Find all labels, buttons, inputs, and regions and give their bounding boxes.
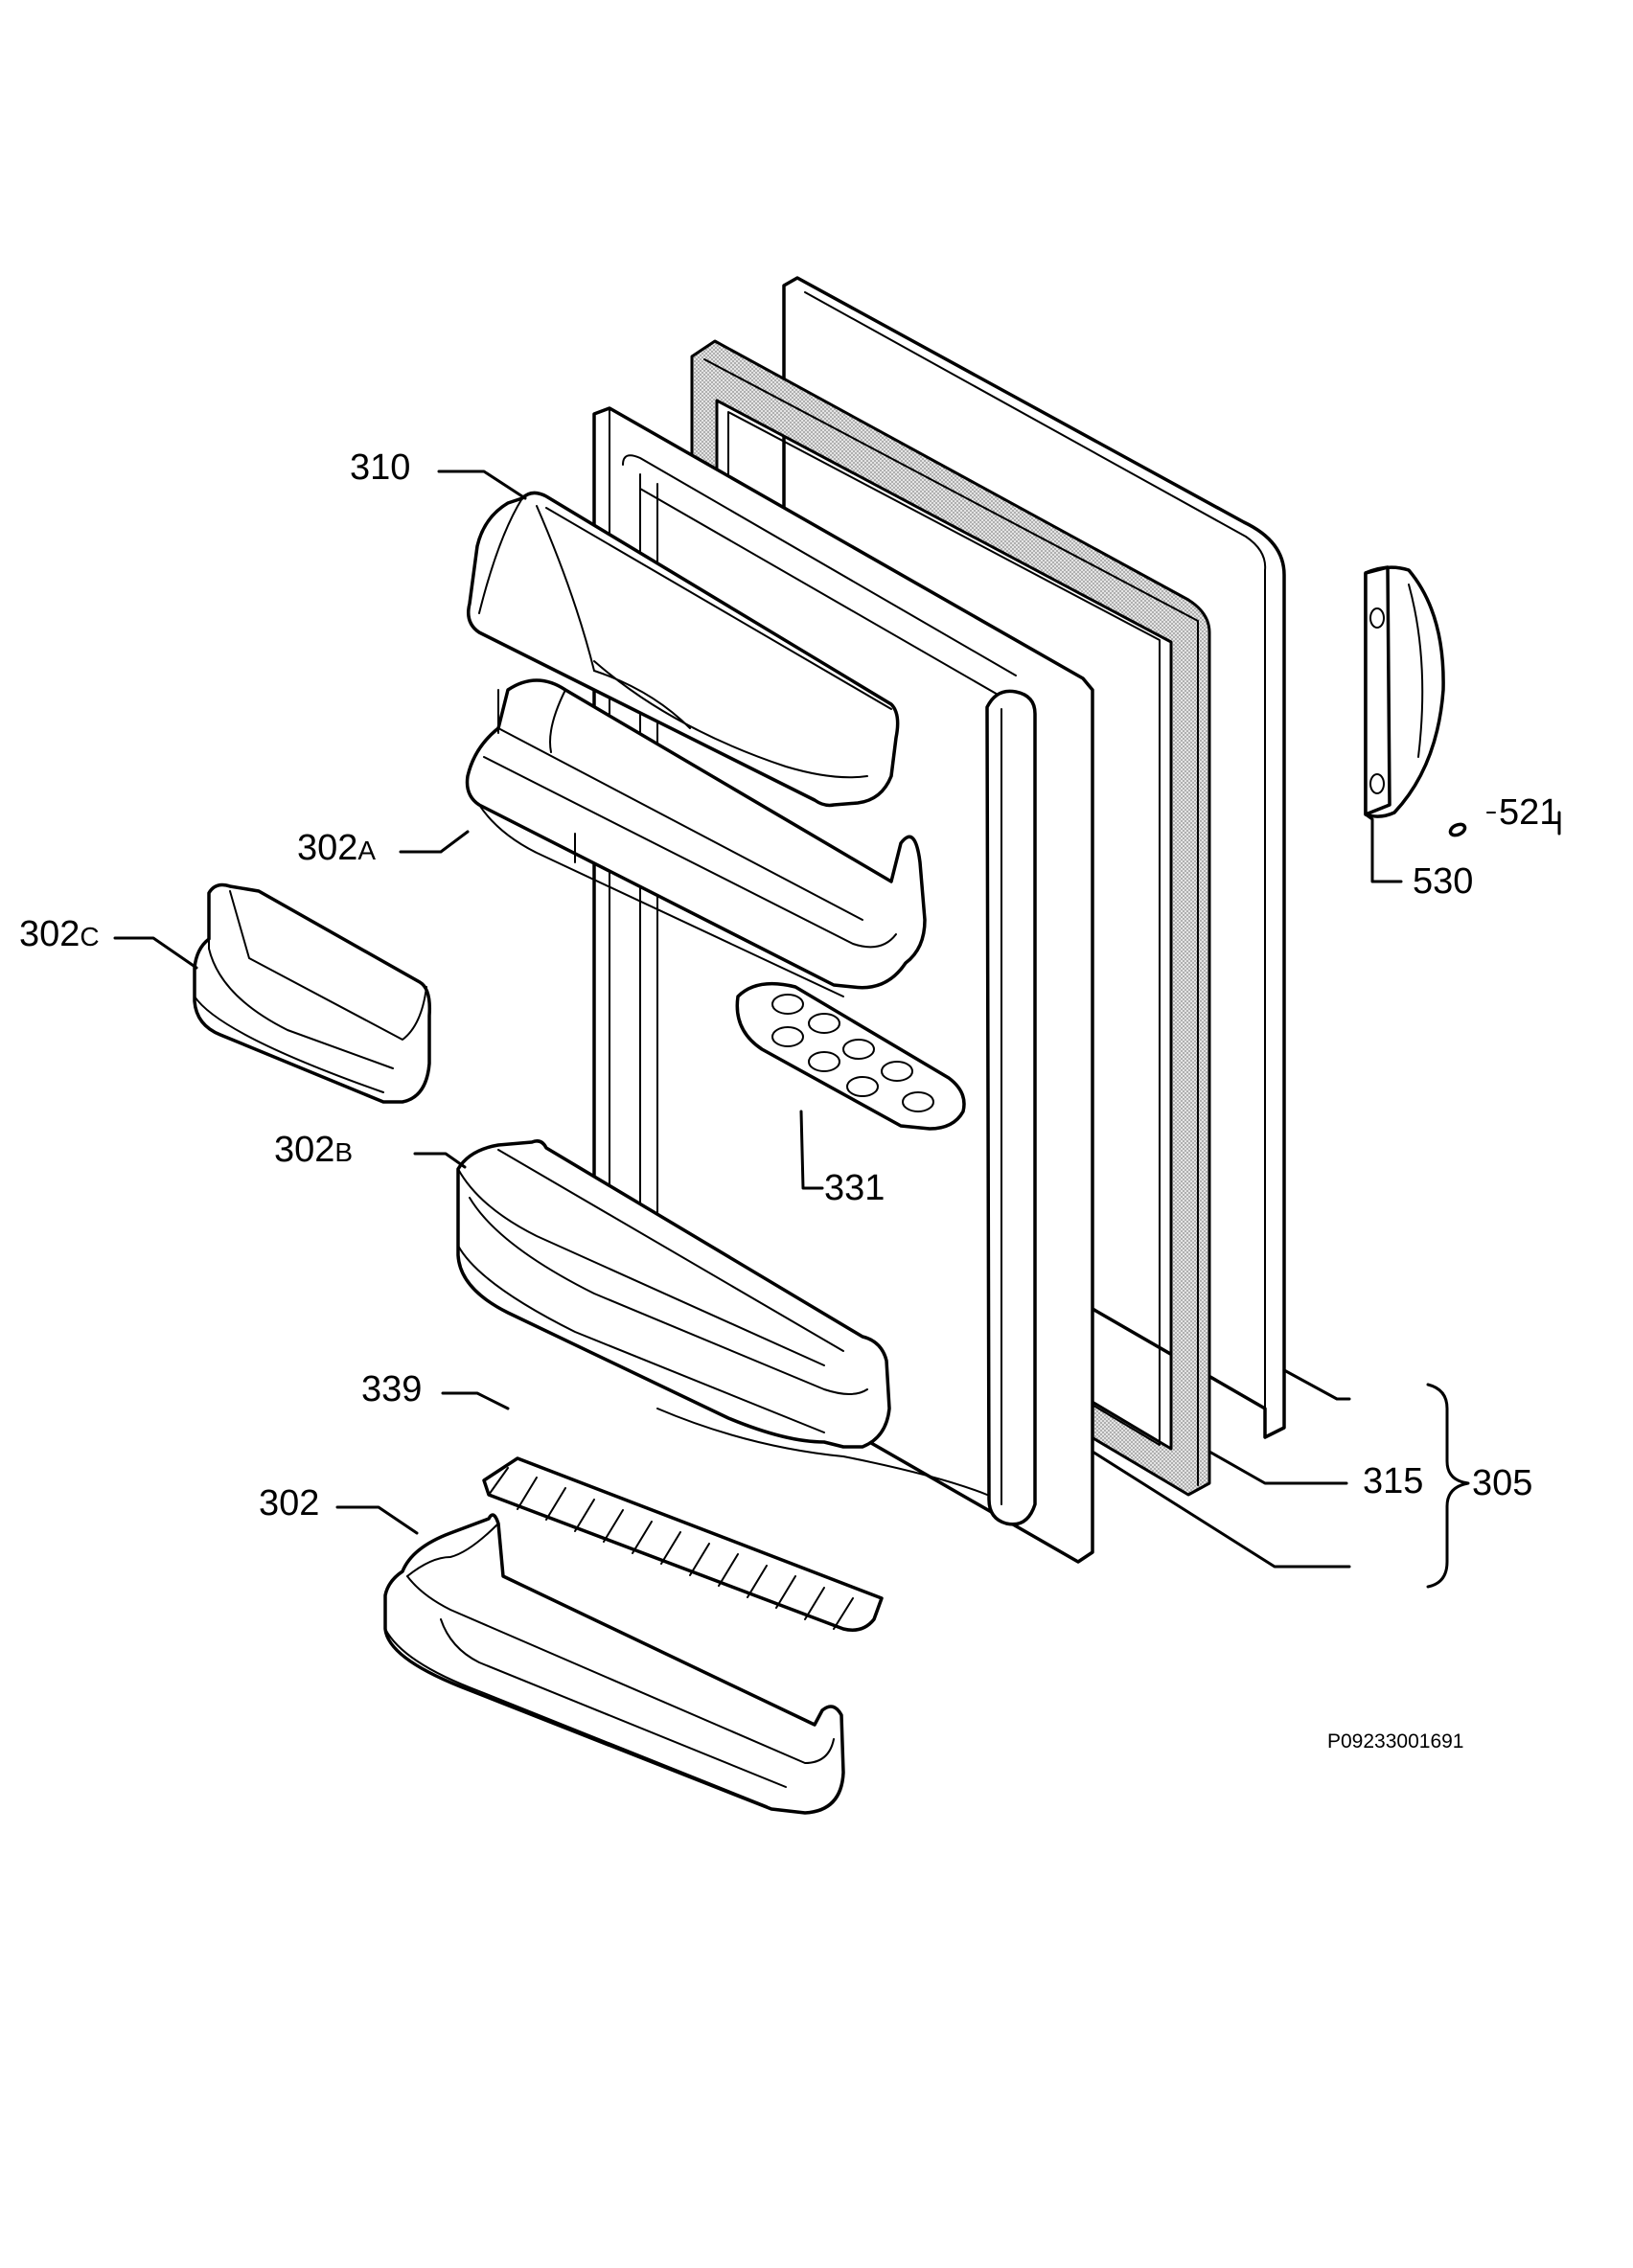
door-bin-302 xyxy=(383,1513,845,1815)
bottle-rack-339 xyxy=(482,1456,884,1632)
label-302b: 302B xyxy=(274,1130,353,1170)
label-521: 521 xyxy=(1499,792,1559,833)
label-302c: 302C xyxy=(19,914,100,954)
label-331: 331 xyxy=(824,1168,885,1208)
label-302a: 302A xyxy=(297,828,376,868)
label-305: 305 xyxy=(1472,1463,1532,1503)
label-315: 315 xyxy=(1363,1461,1423,1501)
door-handle xyxy=(1364,565,1445,818)
drawing-code: P09233001691 xyxy=(1327,1730,1463,1753)
label-310: 310 xyxy=(350,447,410,488)
label-302: 302 xyxy=(259,1483,319,1523)
label-530: 530 xyxy=(1413,861,1473,902)
door-bin-302b xyxy=(456,1139,891,1449)
label-339: 339 xyxy=(361,1369,422,1409)
dairy-compartment-310 xyxy=(467,491,900,808)
egg-tray-331 xyxy=(735,981,966,1131)
leader-lines xyxy=(113,470,1561,1589)
screw-part xyxy=(1448,822,1467,837)
door-bin-302a xyxy=(465,678,927,997)
door-bin-302c xyxy=(193,882,432,1104)
